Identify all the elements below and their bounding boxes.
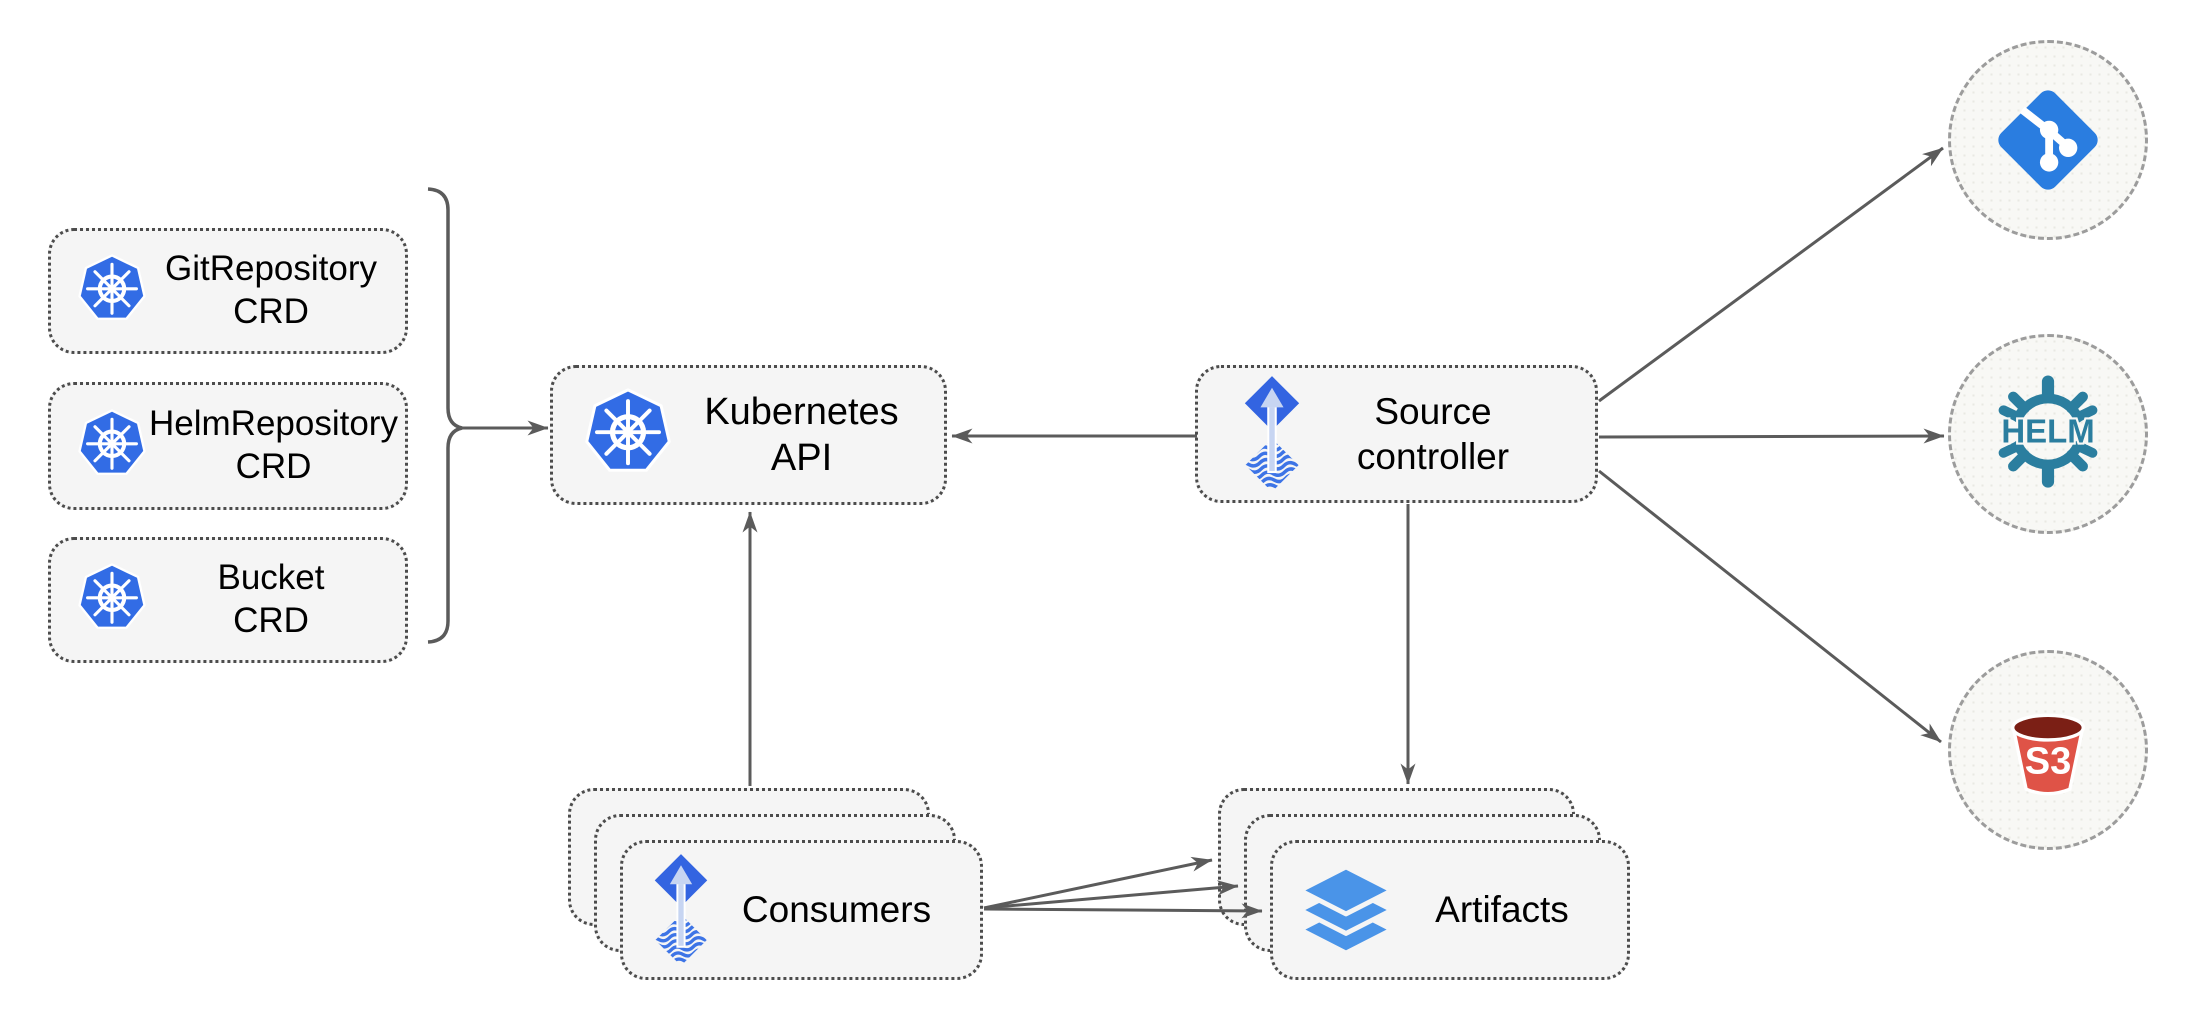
node-label: Artifacts	[1435, 889, 1569, 931]
node-gitrepository-crd: GitRepository CRD	[48, 228, 408, 354]
node-label: GitRepository CRD	[164, 249, 378, 331]
arrow-source-controller-to-helm	[1598, 428, 1945, 444]
arrow-source-controller-to-git	[1598, 146, 1944, 403]
layers-icon	[1297, 865, 1395, 955]
arrow-consumers-to-artifacts-back	[983, 856, 1213, 910]
kubernetes-icon	[75, 409, 149, 483]
external-source-git	[1948, 40, 2148, 240]
kubernetes-icon	[581, 388, 675, 482]
node-consumers: Consumers	[620, 840, 983, 980]
kubernetes-icon	[75, 254, 149, 328]
git-icon	[1998, 90, 2098, 190]
arrow-source-controller-to-s3	[1598, 469, 1942, 744]
helm-icon: HELM	[1998, 375, 2098, 488]
flux-icon	[1243, 375, 1301, 494]
crd-group-bracket	[427, 187, 463, 644]
helm-label: HELM	[2001, 413, 2094, 450]
external-source-helm: HELM	[1948, 334, 2148, 534]
node-label: Consumers	[741, 889, 932, 931]
s3-label: S3	[2025, 741, 2072, 783]
node-bucket-crd: Bucket CRD	[48, 537, 408, 663]
kubernetes-icon	[75, 563, 149, 637]
node-kubernetes-api: Kubernetes API	[550, 365, 947, 505]
node-label: Source controller	[1356, 390, 1510, 477]
node-label: Kubernetes API	[704, 390, 899, 479]
external-source-s3: S3	[1948, 650, 2148, 850]
node-helmrepository-crd: HelmRepository CRD	[48, 382, 408, 510]
node-artifacts: Artifacts	[1270, 840, 1630, 980]
arrow-consumers-to-artifacts-middle	[983, 880, 1239, 910]
node-label: HelmRepository CRD	[149, 404, 398, 486]
s3-bucket-icon: S3	[2011, 713, 2085, 796]
flux-icon	[653, 853, 709, 968]
node-source-controller: Source controller	[1195, 365, 1598, 503]
node-label: Bucket CRD	[217, 558, 325, 640]
